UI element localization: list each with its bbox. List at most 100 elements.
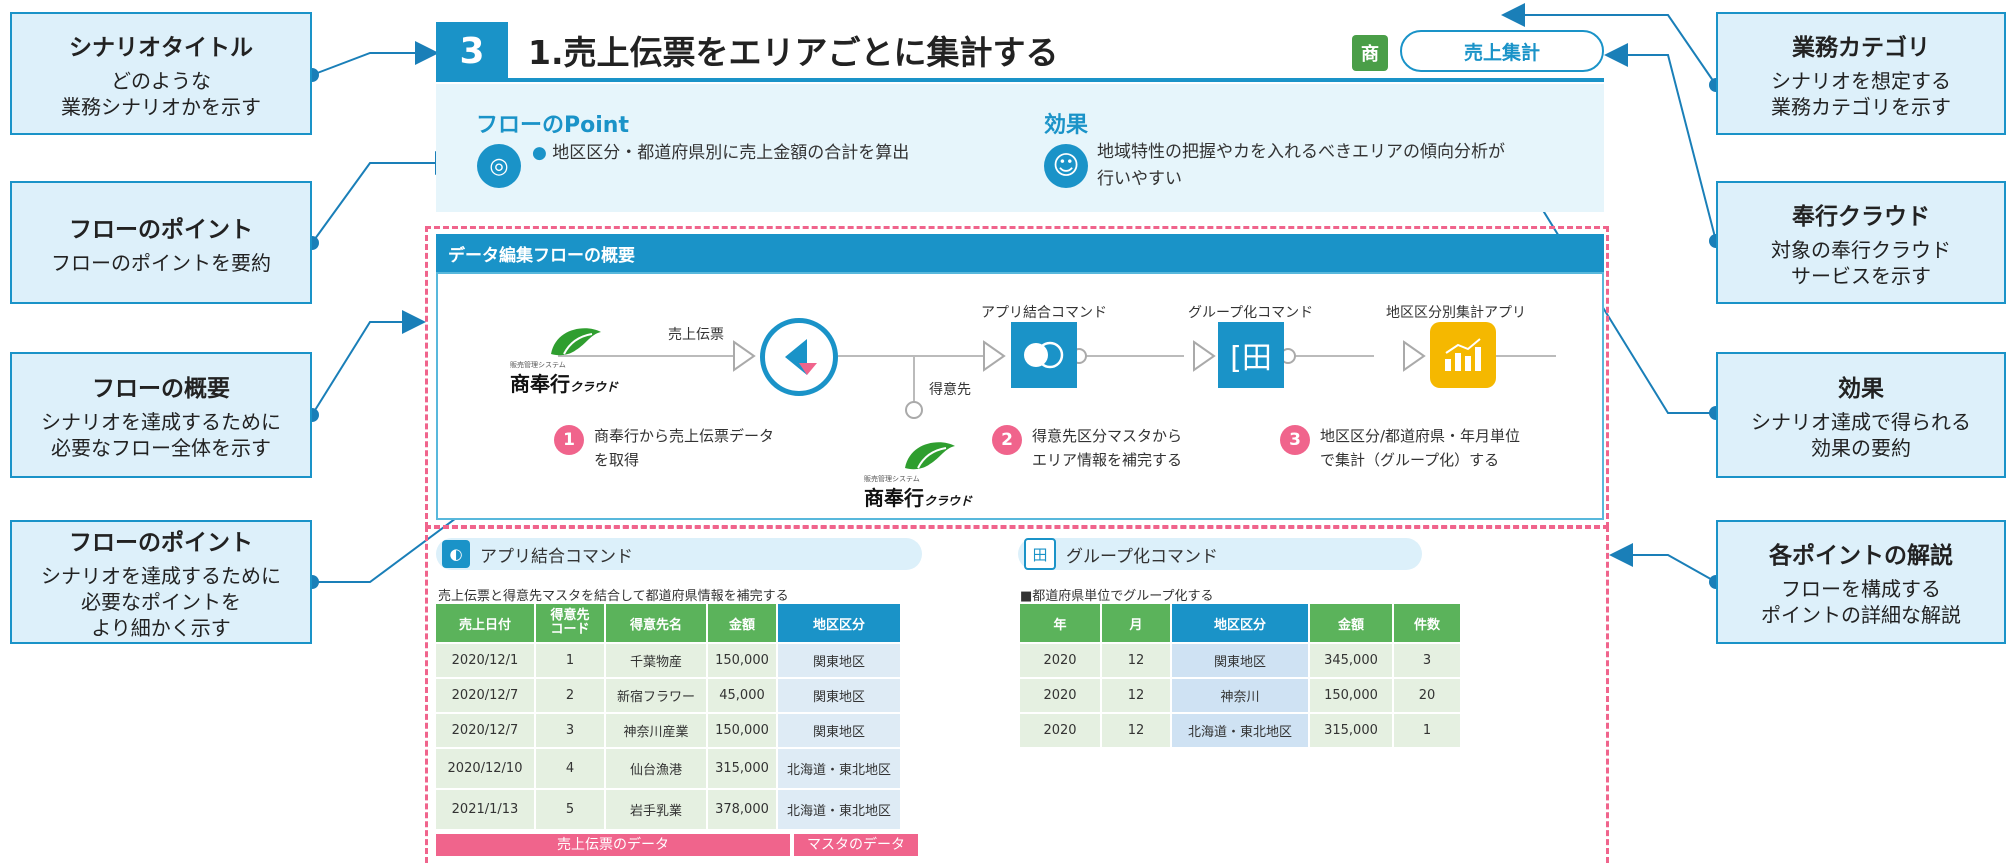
- logo-small: 販売管理システム: [510, 361, 566, 369]
- col-header: 月: [1102, 604, 1170, 642]
- bullet-icon: ●: [532, 143, 547, 163]
- callout-title: フローのポイント: [69, 216, 253, 243]
- chart-icon: [1445, 338, 1481, 371]
- table-cell: 12: [1102, 679, 1170, 712]
- callout-bugyo-cloud: 奉行クラウド 対象の奉行クラウド サービスを示す: [1716, 181, 2006, 304]
- callout-title: 効果: [1838, 376, 1884, 402]
- table-cell: 20: [1394, 679, 1460, 712]
- callout-title: 奉行クラウド: [1792, 203, 1930, 230]
- callout-flow-point: フローのポイント フローのポイントを要約: [10, 181, 312, 304]
- table-cell: 150,000: [1310, 679, 1392, 712]
- table-cell: 2020: [1020, 714, 1100, 747]
- group-desc: ■都道府県単位でグループ化する: [1020, 589, 1214, 604]
- table-cell: 北海道・東北地区: [778, 749, 900, 788]
- table-cell: 12: [1102, 714, 1170, 747]
- effect-text-1: 地域特性の把握やカを入れるべきエリアの傾向分析が: [1097, 142, 1505, 162]
- target-icon: ◎: [477, 144, 521, 188]
- join-command-label: アプリ結合コマンド: [480, 546, 633, 567]
- table-cell: 1: [1394, 714, 1460, 747]
- toggle-icon: [1024, 341, 1064, 369]
- col-header: 地区区分: [778, 604, 900, 642]
- header-divider: [436, 78, 1604, 82]
- table-cell: 岩手乳業: [606, 790, 706, 829]
- join-command-pill[interactable]: ◐ アプリ結合コマンド: [436, 538, 922, 570]
- step-number-1: 1: [554, 425, 584, 455]
- callout-scenario-title: シナリオタイトル どのような 業務シナリオかを示す: [10, 12, 312, 135]
- callout-point-explanation: 各ポイントの解説 フローを構成する ポイントの詳細な解説: [1716, 520, 2006, 644]
- col-header: 年: [1020, 604, 1100, 642]
- col-header: 得意先名: [606, 604, 706, 642]
- flow-box: [436, 272, 1604, 520]
- callout-title: 業務カテゴリ: [1792, 34, 1930, 61]
- callout-desc: シナリオを想定する 業務カテゴリを示す: [1771, 68, 1951, 119]
- table-cell: 378,000: [708, 790, 776, 829]
- table-cell: 2020/12/7: [436, 679, 534, 712]
- table-cell: 関東地区: [778, 679, 900, 712]
- group-icon: 田: [1024, 538, 1056, 570]
- table-cell: 12: [1102, 644, 1170, 677]
- section-number: 3: [436, 22, 508, 80]
- table-cell: 北海道・東北地区: [778, 790, 900, 829]
- table-cell: 2021/1/13: [436, 790, 534, 829]
- edge-label-sales: 売上伝票: [668, 327, 724, 343]
- step-number-2: 2: [992, 425, 1022, 455]
- callout-desc: どのような 業務シナリオかを示す: [61, 68, 261, 119]
- table-cell: 315,000: [1310, 714, 1392, 747]
- point-text-row: ● 地区区分・都道府県別に売上金額の合計を算出: [532, 140, 909, 167]
- detail-frame: [425, 526, 1609, 863]
- group-command-label: グループ化コマンド: [1066, 546, 1218, 567]
- shobugyo-logo: 販売管理システム 商奉行クラウド: [510, 320, 630, 400]
- table-cell: 2020: [1020, 644, 1100, 677]
- page-title: 1.売上伝票をエリアごとに集計する: [528, 33, 1059, 72]
- table-cell: 北海道・東北地区: [1172, 714, 1308, 747]
- edge-label-customer: 得意先: [929, 382, 971, 398]
- leaf-icon: [905, 442, 955, 470]
- table-cell: 315,000: [708, 749, 776, 788]
- join-desc: 売上伝票と得意先マスタを結合して都道府県情報を補完する: [438, 589, 789, 604]
- col-header: 金額: [1310, 604, 1392, 642]
- app-join-icon: [1011, 322, 1077, 388]
- table-cell: 150,000: [708, 714, 776, 747]
- step-number-3: 3: [1280, 425, 1310, 455]
- step-text-1: 商奉行から売上伝票データ を取得: [594, 427, 775, 469]
- step-text-2: 得意先区分マスタから エリア情報を補完する: [1032, 427, 1183, 469]
- callout-flow-detail: フローのポイント シナリオを達成するために 必要なポイントを より細かく示す: [10, 520, 312, 644]
- table-cell: 仙台漁港: [606, 749, 706, 788]
- table-cell: 新宿フラワー: [606, 679, 706, 712]
- leaf-icon: [551, 328, 601, 356]
- category-pill[interactable]: 売上集計: [1400, 30, 1604, 72]
- table-cell: 神奈川産業: [606, 714, 706, 747]
- table-cell: 5: [536, 790, 604, 829]
- table-cell: 150,000: [708, 644, 776, 677]
- callout-business-category: 業務カテゴリ シナリオを想定する 業務カテゴリを示す: [1716, 12, 2006, 135]
- callout-effect: 効果 シナリオ達成で得られる 効果の要約: [1716, 352, 2006, 478]
- callout-desc: フローのポイントを要約: [51, 250, 271, 275]
- flow-diagram: [558, 340, 1556, 419]
- logo-text: 商奉行クラウド: [510, 372, 619, 396]
- group-command-pill[interactable]: 田 グループ化コマンド: [1018, 538, 1422, 570]
- table-cell: 関東地区: [1172, 644, 1308, 677]
- point-text: 地区区分・都道府県別に売上金額の合計を算出: [552, 143, 910, 163]
- callout-title: 各ポイントの解説: [1769, 543, 1953, 569]
- table-cell: 千葉物産: [606, 644, 706, 677]
- col-header: 金額: [708, 604, 776, 642]
- callout-desc: シナリオ達成で得られる 効果の要約: [1751, 410, 1971, 460]
- callout-flow-overview: フローの概要 シナリオを達成するために 必要なフロー全体を示す: [10, 352, 312, 478]
- table-cell: 3: [1394, 644, 1460, 677]
- point-heading: フローのPoint: [476, 113, 629, 138]
- category-badge: 商: [1352, 35, 1388, 71]
- logo-small: 販売管理システム: [864, 475, 920, 483]
- cmd-label-group: グループ化コマンド: [1188, 305, 1314, 321]
- callout-title: シナリオタイトル: [69, 34, 253, 61]
- callout-desc: シナリオを達成するために 必要なポイントを より細かく示す: [41, 564, 281, 640]
- table-cell: 神奈川: [1172, 679, 1308, 712]
- kintone-arrow-icon: [785, 339, 817, 375]
